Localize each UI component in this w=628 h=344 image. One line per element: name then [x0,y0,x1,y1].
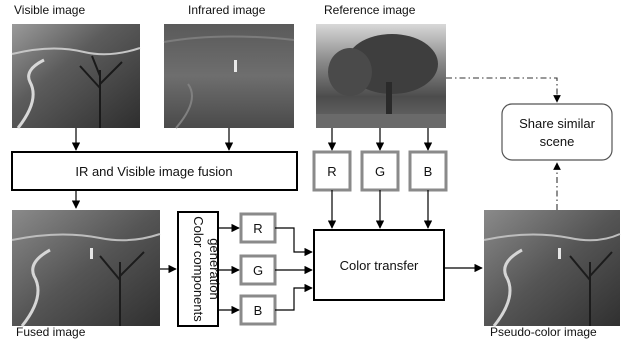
gen-channel-g: G [239,254,277,286]
reference-image [316,24,446,128]
ref-channel-g: G [360,150,400,192]
arrow-gen-b-to-transfer [275,283,313,311]
visible-image [11,24,141,129]
gen-channel-r: R [239,212,277,244]
gen-channel-b-label: B [254,303,263,318]
share-similar-scene-box: Share similar scene [501,103,613,161]
reference-image-caption: Reference image [324,3,416,17]
ref-channel-g-label: G [375,164,385,179]
arrows [71,77,561,315]
arrow-reference-to-share [446,77,561,103]
color-transfer-label: Color transfer [340,258,419,273]
pseudo-color-image-caption: Pseudo-color image [490,325,597,339]
color-components-label: Color components [191,216,206,322]
color-transfer-box: Color transfer [313,229,445,301]
fusion-label: IR and Visible image fusion [75,164,232,179]
pseudo-color-image [483,210,621,327]
share-similar-scene-line1: Share similar [519,116,596,131]
arrow-gen-r-to-transfer [275,227,313,257]
ref-channel-b-label: B [424,164,433,179]
share-similar-scene-line2: scene [540,134,575,149]
ref-channel-b: B [408,150,448,192]
infrared-image-caption: Infrared image [188,3,266,17]
fusion-box: IR and Visible image fusion [11,151,298,191]
infrared-image [163,24,295,129]
visible-image-caption: Visible image [14,3,85,17]
gen-channel-b: B [239,294,277,326]
ref-channel-r-label: R [327,164,336,179]
ref-channel-r: R [312,150,352,192]
fused-image [11,210,161,327]
color-components-generation-box: Color components generation [177,211,222,327]
fused-image-caption: Fused image [16,325,86,339]
generation-label: generation [207,238,222,299]
gen-channel-g-label: G [253,263,263,278]
gen-channel-r-label: R [253,221,262,236]
